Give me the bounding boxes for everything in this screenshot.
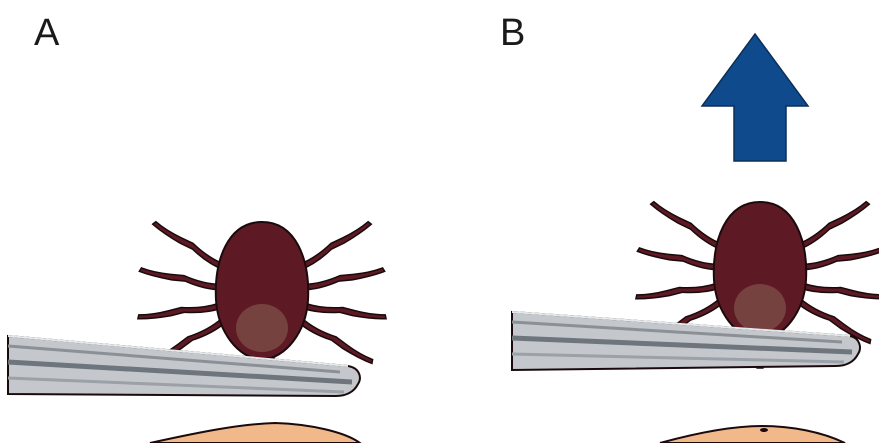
panel-b [512,34,879,443]
skin-b [660,426,845,443]
panel-label-a: A [34,14,59,52]
panel-label-b: B [500,14,525,52]
bite-mark [760,428,768,432]
up-arrow-icon [702,34,808,161]
panel-a [8,204,386,443]
skin-a [150,423,360,443]
